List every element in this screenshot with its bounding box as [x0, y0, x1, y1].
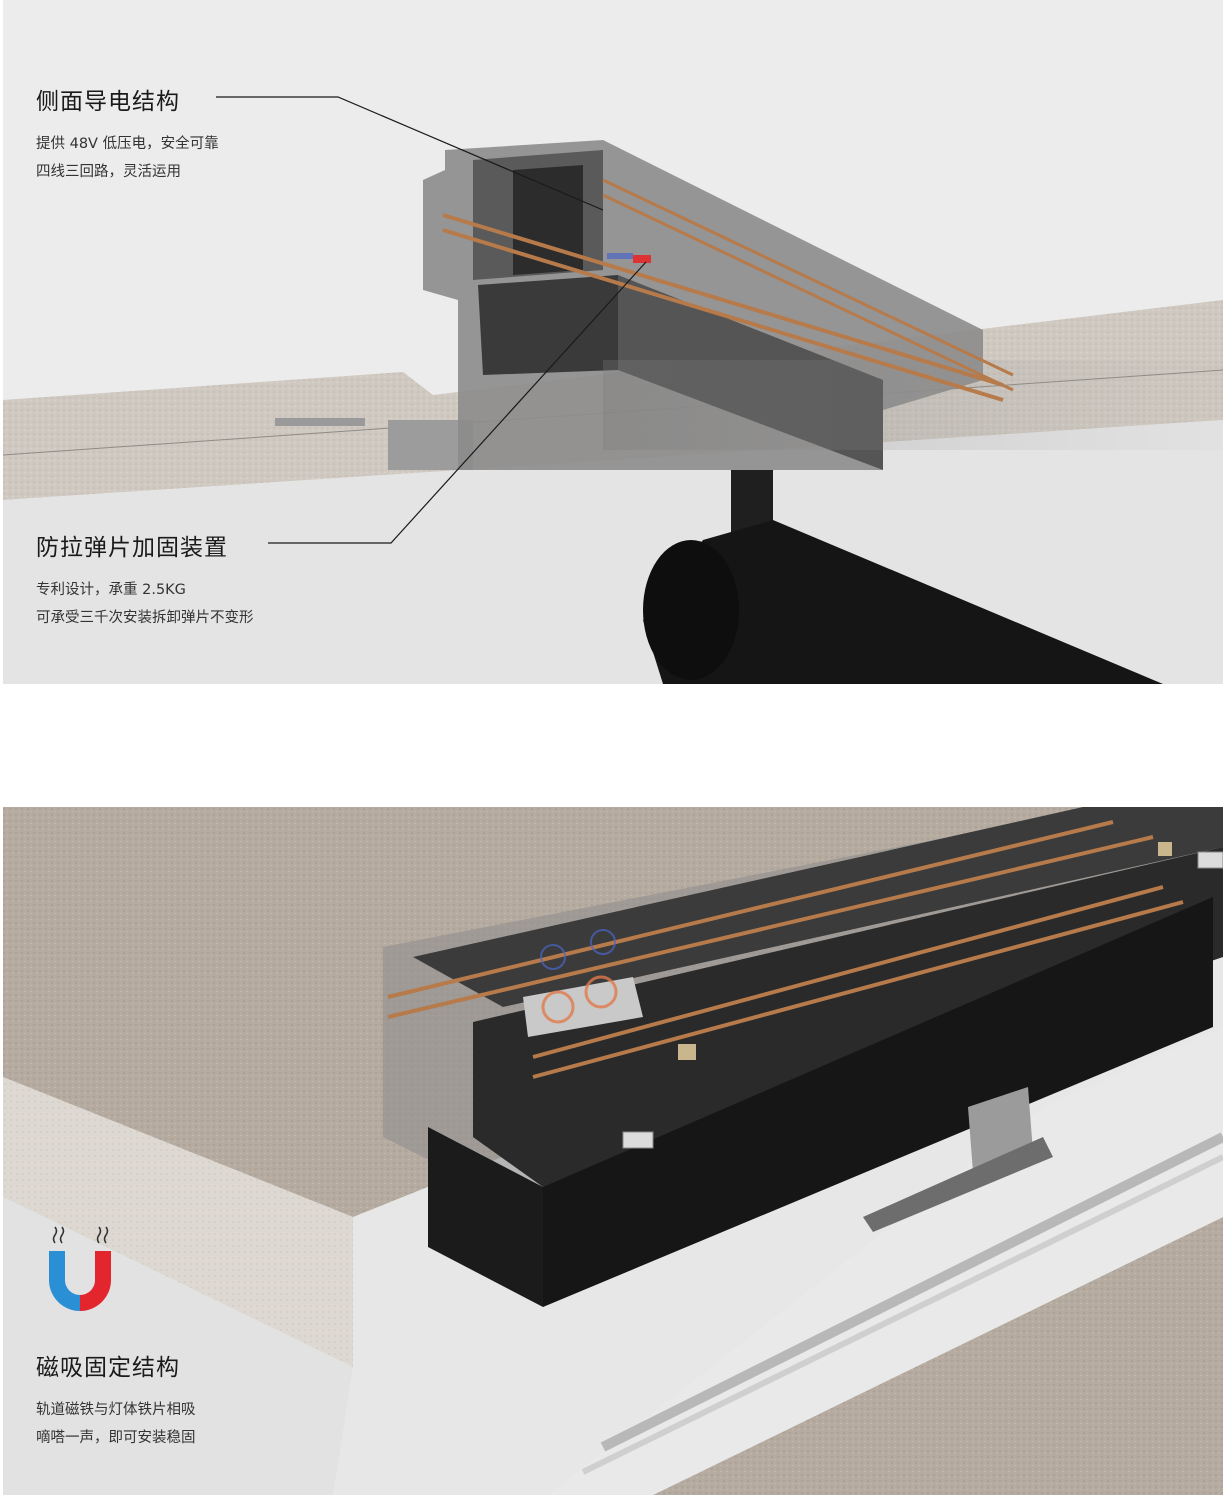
feature-title: 防拉弹片加固装置 — [36, 535, 228, 561]
feature-title: 侧面导电结构 — [36, 89, 180, 115]
feature-magnetic-fixing: 磁吸固定结构 轨道磁铁与灯体铁片相吸 嘀嗒一声，即可安装稳固 — [36, 1348, 196, 1452]
feature-desc-line: 四线三回路，灵活运用 — [36, 164, 181, 180]
feature-desc-line: 提供 48V 低压电，安全可靠 — [36, 136, 219, 152]
feature-desc-line: 轨道磁铁与灯体铁片相吸 — [36, 1402, 196, 1418]
feature-anti-pull-spring: 防拉弹片加固装置 专利设计，承重 2.5KG 可承受三千次安装拆卸弹片不变形 — [36, 528, 254, 632]
track-rail-illustration — [3, 96, 1223, 684]
feature-desc-line: 嘀嗒一声，即可安装稳固 — [36, 1430, 196, 1446]
feature-desc-line: 专利设计，承重 2.5KG — [36, 582, 186, 598]
product-panel-side-conduction: 侧面导电结构 提供 48V 低压电，安全可靠 四线三回路，灵活运用 防拉弹片加固… — [3, 0, 1223, 684]
magnet-icon — [49, 1226, 111, 1311]
feature-side-conduction: 侧面导电结构 提供 48V 低压电，安全可靠 四线三回路，灵活运用 — [36, 82, 219, 186]
magnetic-rail-illustration — [3, 807, 1223, 1495]
feature-desc-line: 可承受三千次安装拆卸弹片不变形 — [36, 610, 254, 626]
feature-title: 磁吸固定结构 — [36, 1355, 180, 1381]
product-panel-magnetic: 磁吸固定结构 轨道磁铁与灯体铁片相吸 嘀嗒一声，即可安装稳固 — [3, 807, 1223, 1495]
